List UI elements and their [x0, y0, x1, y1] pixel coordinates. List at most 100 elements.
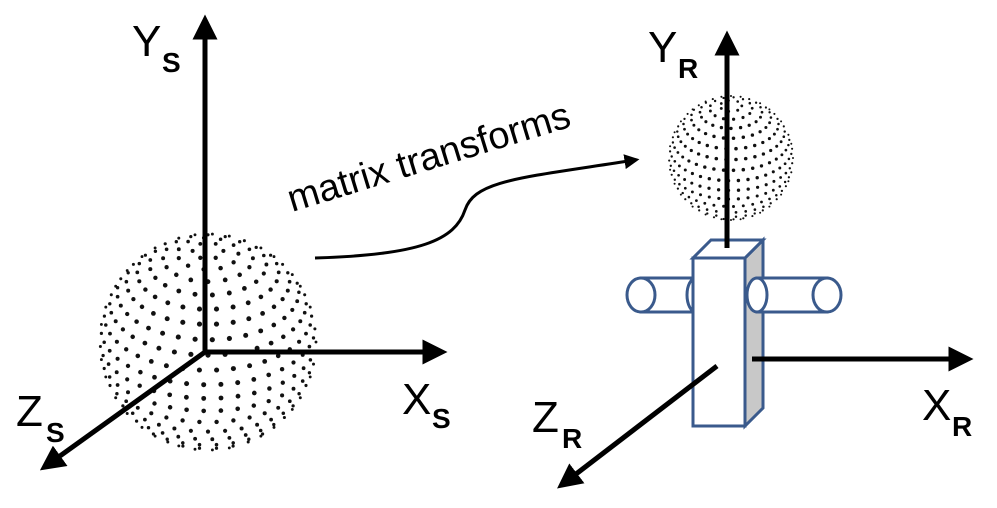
sphere-dot [744, 214, 747, 217]
sphere-dot [280, 380, 285, 385]
sphere-dot [98, 344, 102, 349]
sphere-dot [769, 202, 772, 205]
sphere-dot [137, 383, 142, 388]
sphere-dot [285, 288, 290, 293]
sphere-dot [714, 145, 719, 150]
sphere-dot [108, 331, 112, 336]
sphere-dot [750, 106, 754, 110]
sphere-dot [198, 241, 203, 246]
sphere-dot [165, 437, 169, 441]
sphere-dot [174, 272, 179, 278]
sphere-dot [683, 127, 686, 131]
sphere-dot [135, 353, 141, 359]
sphere-dot [707, 177, 711, 181]
sphere-dot [729, 94, 733, 98]
sphere-dot [180, 319, 186, 325]
sphere-dot [761, 152, 766, 156]
sphere-dot [721, 168, 726, 172]
sphere-dot [176, 288, 182, 294]
sphere-dot [768, 205, 771, 208]
sphere-dot [190, 248, 195, 253]
sphere-dot [258, 328, 264, 334]
sphere-dot [683, 117, 686, 121]
sphere-dot [166, 440, 170, 444]
sphere-dot [784, 171, 788, 175]
sphere-dot [281, 334, 286, 340]
sphere-dot [291, 386, 296, 391]
sphere-dot [266, 398, 271, 404]
sphere-dot [308, 323, 312, 327]
sphere-dot [668, 150, 672, 153]
sphere-dot [180, 304, 186, 310]
sphere-dot [213, 321, 220, 327]
sphere-dot [694, 162, 699, 167]
sphere-dot [160, 330, 166, 336]
sphere-dot [184, 407, 189, 413]
sphere-dot [780, 120, 783, 123]
sphere-dot [690, 181, 694, 185]
sphere-dot [759, 115, 762, 119]
sphere-dot [121, 404, 125, 408]
sphere-dot [734, 146, 738, 151]
sphere-dot [235, 380, 241, 386]
sphere-dot [153, 434, 157, 438]
sphere-dot [102, 314, 106, 318]
sphere-dot [148, 267, 153, 272]
sphere-dot [692, 123, 696, 127]
sphere-dot [262, 359, 268, 364]
sphere-dot [213, 241, 218, 246]
sphere-dot [245, 300, 251, 306]
sphere-dot [291, 360, 296, 365]
sphere-dot [778, 185, 782, 188]
sphere-dot [177, 236, 181, 240]
z-axis-left-label: Z [16, 387, 43, 436]
sphere-dot [115, 383, 120, 387]
sphere-dot [163, 242, 167, 246]
sphere-dot [210, 437, 215, 442]
sphere-dot [101, 353, 105, 358]
z-axis-left-subscript: S [46, 417, 65, 448]
sphere-dot [192, 291, 198, 297]
sphere-dot [163, 363, 169, 369]
sphere-dot [124, 399, 129, 404]
sphere-dot [125, 311, 130, 317]
sphere-dot [304, 383, 308, 388]
sphere-dot [668, 159, 671, 162]
sphere-dot [681, 155, 685, 159]
sphere-dot [251, 403, 257, 408]
sphere-dot [739, 95, 742, 98]
z-axis-right-label: Z [532, 393, 559, 442]
sphere-dot [197, 419, 202, 425]
sphere-dot [189, 235, 193, 239]
sphere-dot [307, 344, 312, 349]
sphere-dot [164, 247, 169, 252]
sphere-dot [167, 392, 173, 398]
dotted-sphere-left [98, 232, 318, 452]
sphere-dot [740, 104, 744, 108]
sphere-dot [113, 319, 118, 324]
sphere-dot [268, 287, 273, 292]
sphere-dot [140, 255, 144, 259]
sphere-dot [722, 96, 725, 100]
sphere-dot [188, 277, 194, 283]
sphere-dot [226, 335, 232, 341]
sphere-dot [791, 147, 794, 150]
sphere-dot [696, 152, 701, 156]
sphere-dot [717, 196, 721, 200]
sphere-dot [231, 418, 236, 423]
sphere-dot [184, 381, 190, 387]
sphere-dot [759, 102, 762, 105]
sphere-dot [153, 275, 158, 280]
sphere-dot [720, 218, 723, 221]
sphere-dot [201, 395, 207, 401]
sphere-dot [731, 168, 736, 173]
z-axis-left [39, 349, 207, 471]
sphere-dot [690, 113, 693, 117]
sphere-dot [160, 431, 165, 435]
sphere-dot [281, 262, 285, 266]
sphere-dot [198, 255, 203, 260]
sphere-dot [254, 245, 258, 250]
sphere-dot [243, 332, 249, 338]
sphere-dot [268, 340, 274, 346]
sphere-dot [779, 140, 783, 144]
